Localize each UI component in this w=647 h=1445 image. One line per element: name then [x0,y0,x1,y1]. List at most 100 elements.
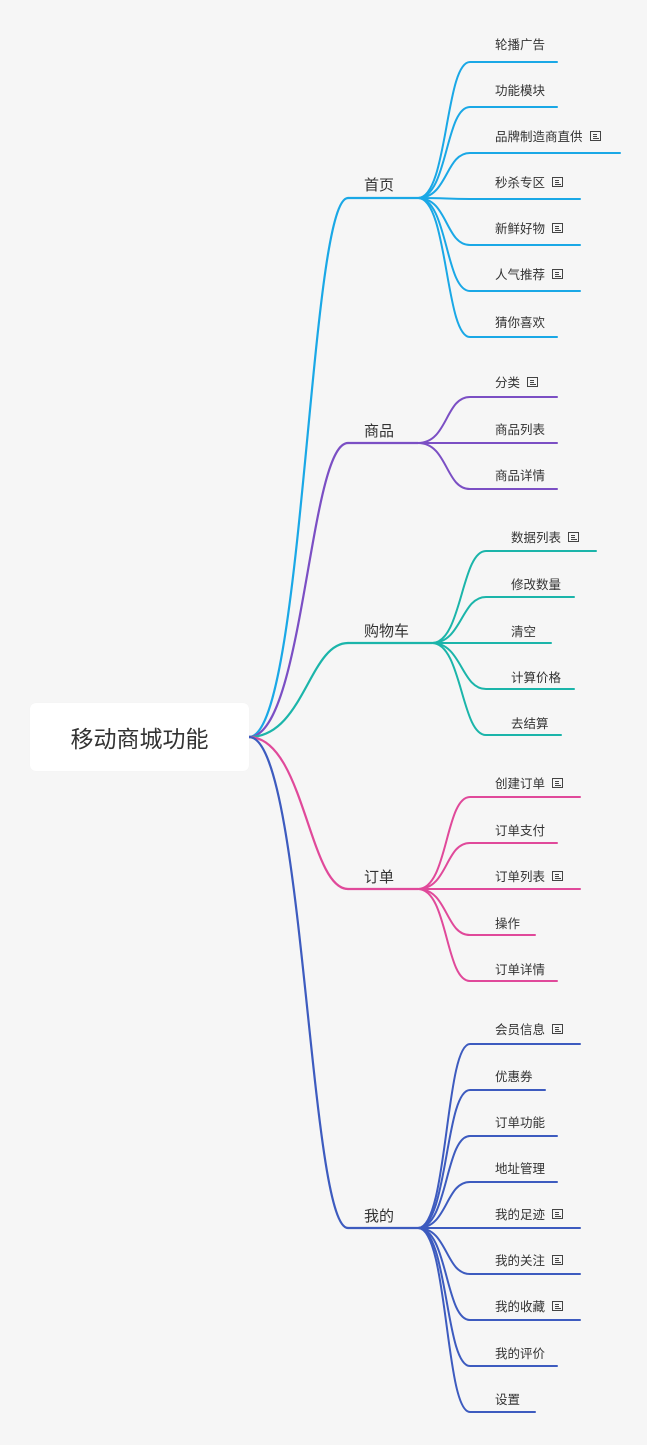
leaf-node-label: 设置 [495,1392,521,1407]
leaf-connector-0-3 [417,197,581,200]
note-icon[interactable] [552,222,564,233]
leaf-node-label: 订单支付 [495,823,546,838]
leaf-node[interactable]: 设置 [495,1389,520,1408]
note-icon[interactable] [552,1300,564,1311]
leaf-node[interactable]: 功能模块 [495,80,545,99]
leaf-node[interactable]: 数据列表 [511,527,580,546]
branch-node-label[interactable]: 首页 [364,176,395,194]
note-icon[interactable] [589,130,601,141]
leaf-node-label: 我的关注 [495,1253,546,1268]
leaf-node[interactable]: 秒杀专区 [495,172,564,191]
leaf-connector-4-2 [417,1135,558,1229]
leaf-node-label: 订单详情 [495,962,546,977]
leaf-node-label: 会员信息 [495,1022,546,1037]
leaf-connector-2-0 [431,550,597,644]
leaf-node[interactable]: 我的关注 [495,1250,564,1269]
leaf-node-label: 分类 [495,375,521,390]
leaf-connector-4-3 [417,1181,558,1229]
leaf-node[interactable]: 分类 [495,372,539,391]
leaf-node-label: 我的足迹 [495,1207,546,1222]
leaf-node-label: 人气推荐 [495,267,546,282]
leaf-connector-4-5 [417,1227,581,1275]
leaf-node[interactable]: 订单支付 [495,820,545,839]
branch-node-label[interactable]: 订单 [364,868,395,886]
leaf-node[interactable]: 修改数量 [511,574,561,593]
leaf-connector-3-3 [417,888,536,936]
leaf-node[interactable]: 去结算 [511,713,549,732]
leaf-connector-4-8 [417,1227,536,1413]
leaf-node[interactable]: 品牌制造商直供 [495,126,601,145]
leaf-connector-0-4 [417,197,581,246]
leaf-node-label: 品牌制造商直供 [495,129,583,144]
leaf-node-label: 修改数量 [511,577,562,592]
note-icon[interactable] [552,870,564,881]
leaf-node-label: 地址管理 [495,1161,546,1176]
leaf-node-label: 我的收藏 [495,1299,546,1314]
branch-connector-3 [247,735,350,891]
leaf-node-label: 商品列表 [495,422,546,437]
leaf-node[interactable]: 操作 [495,913,520,932]
branch-connector-1 [247,441,350,739]
leaf-node[interactable]: 商品列表 [495,419,545,438]
leaf-connector-3-0 [417,796,581,890]
leaf-node[interactable]: 我的评价 [495,1343,545,1362]
root-label: 移动商城功能 [70,727,209,753]
leaf-node[interactable]: 计算价格 [511,667,561,686]
leaf-node[interactable]: 订单列表 [495,866,564,885]
leaf-connector-2-4 [431,642,562,736]
leaf-node-label: 数据列表 [511,530,562,545]
leaf-node[interactable]: 地址管理 [495,1158,545,1177]
leaf-connector-1-2 [417,442,558,490]
leaf-node-label: 功能模块 [495,83,546,98]
leaf-connector-4-6 [417,1227,581,1321]
note-icon[interactable] [568,531,580,542]
leaf-connector-1-0 [417,396,558,444]
leaf-connector-4-1 [417,1089,546,1229]
leaf-node-label: 秒杀专区 [495,175,546,190]
leaf-connector-0-1 [417,106,558,199]
note-icon[interactable] [552,1254,564,1265]
leaf-node[interactable]: 订单功能 [495,1112,545,1131]
leaf-node[interactable]: 我的收藏 [495,1296,564,1315]
leaf-node-label: 操作 [495,916,521,931]
leaf-node[interactable]: 轮播广告 [495,34,545,53]
note-icon[interactable] [552,777,564,788]
root-node[interactable]: 移动商城功能 [30,703,249,771]
note-icon[interactable] [552,176,564,187]
leaf-connector-0-2 [417,152,621,199]
leaf-node[interactable]: 我的足迹 [495,1204,564,1223]
leaf-node-label: 我的评价 [495,1346,546,1361]
leaf-connector-0-6 [417,197,558,338]
branch-connector-2 [247,641,350,739]
leaf-node[interactable]: 猜你喜欢 [495,312,545,331]
leaf-node[interactable]: 订单详情 [495,959,545,978]
leaf-node-label: 清空 [511,624,537,639]
note-icon[interactable] [527,376,539,387]
leaf-node-label: 创建订单 [495,776,546,791]
leaf-node-label: 新鲜好物 [495,221,546,236]
note-icon[interactable] [552,268,564,279]
branch-node-label[interactable]: 我的 [364,1207,395,1225]
leaf-node[interactable]: 商品详情 [495,465,545,484]
leaf-connector-3-4 [417,888,558,982]
note-icon[interactable] [552,1023,564,1034]
leaf-connector-2-1 [431,596,575,644]
leaf-node[interactable]: 人气推荐 [495,264,564,283]
leaf-node[interactable]: 创建订单 [495,773,564,792]
branch-connector-4 [247,735,350,1230]
leaf-connector-0-0 [417,61,558,199]
branch-node-label[interactable]: 商品 [364,422,395,440]
note-icon[interactable] [552,1208,564,1219]
leaf-node-label: 计算价格 [511,670,562,685]
leaf-node[interactable]: 优惠券 [495,1066,533,1085]
leaf-node[interactable]: 清空 [511,621,536,640]
leaf-node-label: 订单功能 [495,1115,546,1130]
branch-connector-0 [247,196,350,739]
leaf-connector-3-1 [417,842,558,890]
leaf-node-label: 优惠券 [495,1069,533,1084]
leaf-node[interactable]: 新鲜好物 [495,218,564,237]
leaf-node[interactable]: 会员信息 [495,1019,564,1038]
branch-node-label[interactable]: 购物车 [364,622,410,640]
leaf-node-label: 商品详情 [495,468,546,483]
